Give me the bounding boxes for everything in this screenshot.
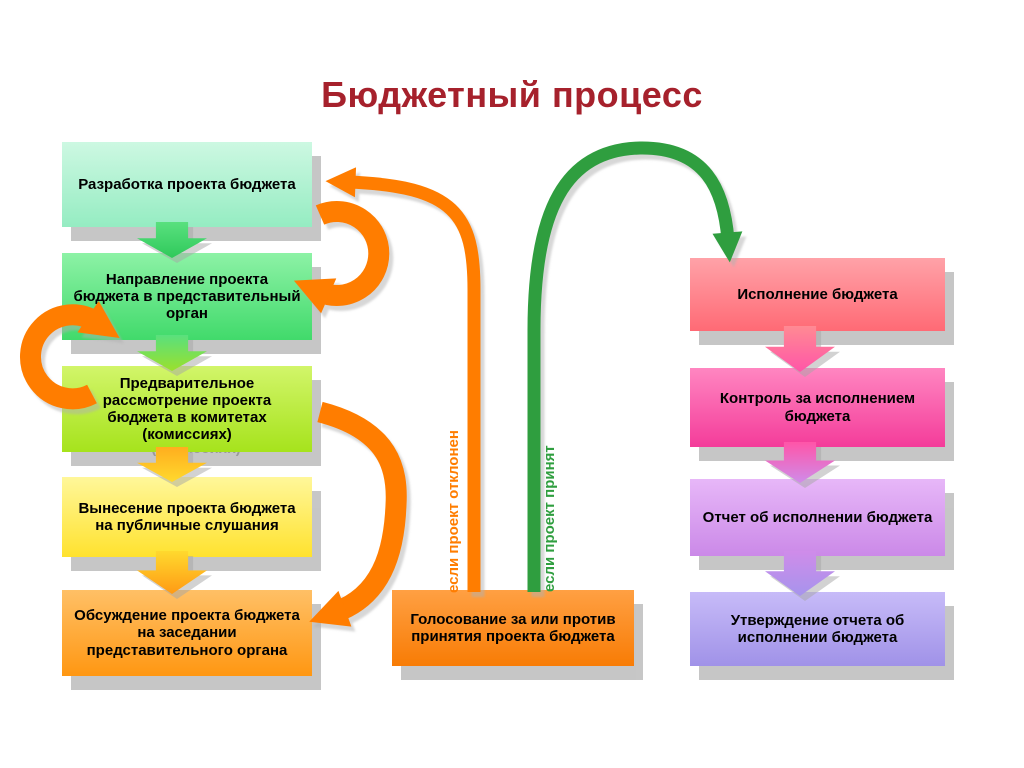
step-label: Исполнение бюджета <box>690 258 945 331</box>
step-execution: Исполнение бюджета Исполнение бюджета <box>690 258 954 345</box>
step-public-hearings: Вынесение проекта бюджета на публичные с… <box>62 477 321 571</box>
step-label: Вынесение проекта бюджета на публичные с… <box>62 477 312 557</box>
step-preliminary-review: Предварительное рассмотрение проекта бюд… <box>62 366 321 466</box>
step-label: Контроль за исполнением бюджета <box>690 368 945 447</box>
down-arrow-left-2 <box>137 335 207 371</box>
step-label: Голосование за или против принятия проек… <box>392 590 634 666</box>
step-label: Отчет об исполнении бюджета <box>690 479 945 556</box>
step-execution-report: Отчет об исполнении бюджета Отчет об исп… <box>690 479 954 570</box>
down-arrow-left-1 <box>137 222 207 258</box>
down-arrow-left-3 <box>137 447 207 482</box>
step-discussion: Обсуждение проекта бюджета на заседании … <box>62 590 321 690</box>
step-label: Направление проекта бюджета в представит… <box>62 253 312 340</box>
accepted-branch-label: если проект принят <box>541 445 558 592</box>
step-execution-control: Контроль за исполнением бюджета Контроль… <box>690 368 954 461</box>
step-label: Предварительное рассмотрение проекта бюд… <box>62 366 312 452</box>
loop-arrow-right <box>293 201 390 314</box>
step-draft-budget: Разработка проекта бюджета Разработка пр… <box>62 142 321 241</box>
down-arrow-right-3 <box>765 551 835 596</box>
step-voting: Голосование за или против принятия проек… <box>392 590 643 680</box>
down-arrow-right-2 <box>765 442 835 483</box>
page-title: Бюджетный процесс <box>321 74 703 115</box>
step-label: Утверждение отчета об исполнении бюджета <box>690 592 945 666</box>
step-submission-to-body: Направление проекта бюджета в представит… <box>62 253 321 354</box>
rejected-branch-label: если проект отклонен <box>445 430 462 593</box>
down-arrow-left-4 <box>137 551 207 594</box>
step-report-approval: Утверждение отчета об исполнении бюджета… <box>690 592 954 680</box>
step-label: Обсуждение проекта бюджета на заседании … <box>62 590 312 676</box>
down-arrow-right-1 <box>765 326 835 372</box>
arc-arrow-to-discussion <box>309 401 407 627</box>
step-label: Разработка проекта бюджета <box>62 142 312 227</box>
